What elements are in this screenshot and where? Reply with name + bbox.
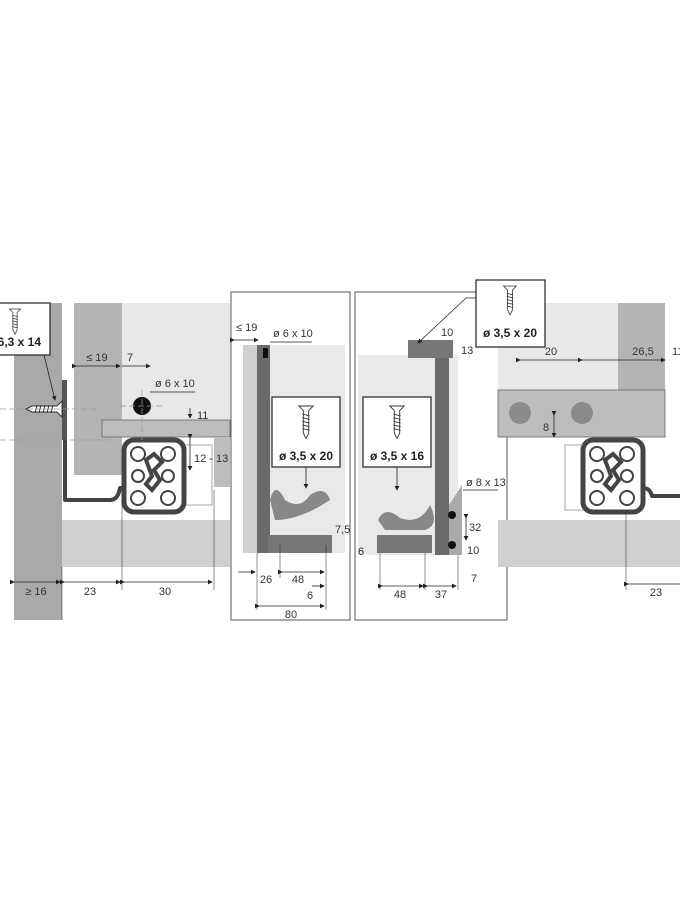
- dim-gap: 12 - 13: [194, 453, 228, 465]
- drawer-back-panel: [435, 355, 449, 555]
- dowel-hole: [263, 348, 268, 358]
- dim-26: 26: [260, 574, 272, 586]
- front-fixing-clip: [270, 490, 330, 520]
- lower-panel: [62, 520, 230, 567]
- drawer-bottom: [101, 419, 231, 438]
- runner-mechanism: [186, 444, 213, 506]
- runner-arm: [63, 440, 125, 502]
- drawer-front-panel: [257, 345, 270, 553]
- screw-head: [571, 402, 593, 424]
- dim-wall-min: ≥ 16: [25, 586, 46, 598]
- dim-23: 23: [84, 586, 96, 598]
- screw-size-label: ø 3,5 x 20: [483, 326, 537, 340]
- dim-6: 6: [358, 546, 364, 558]
- dim-8: 8: [543, 422, 549, 434]
- left-section-view: ø 6,3 x 14 ≤ 19 7 ø 6 x 10 11 12 - 13 ≥ …: [0, 302, 231, 620]
- screw-size-label: ø 3,5 x 16: [370, 449, 424, 463]
- dim-side-max: ≤ 19: [236, 322, 257, 334]
- screw-size-label: ø 6,3 x 14: [0, 335, 41, 349]
- clip-base: [377, 535, 432, 553]
- dim-side-max: ≤ 19: [86, 352, 107, 364]
- dim-hole-offset: 7: [127, 352, 133, 364]
- dim-30: 30: [159, 586, 171, 598]
- dim-32: 32: [469, 522, 481, 534]
- dim-11: 11: [672, 346, 680, 358]
- screw-label-box: ø 3,5 x 20: [271, 396, 341, 489]
- dim-6: 6: [307, 590, 313, 602]
- screw-label-box: ø 6,3 x 14: [0, 302, 57, 401]
- dim-11: 11: [197, 410, 208, 422]
- dim-20: 20: [545, 346, 557, 358]
- dim-hole: ø 6 x 10: [155, 378, 195, 390]
- runner-arm: [642, 486, 680, 498]
- dim-7-5: 7,5: [335, 524, 350, 536]
- rear-bracket: [408, 340, 453, 358]
- dim-37: 37: [435, 589, 447, 601]
- drawer-side: [618, 303, 665, 390]
- lower-panel: [498, 520, 680, 567]
- screw-label-box: ø 3,5 x 16: [362, 396, 432, 491]
- middle-view-front-fixing: ø 3,5 x 20 ≤ 19 ø 6 x 10 7,5 26 48 6 80: [230, 291, 351, 621]
- runner-profile: [124, 440, 184, 512]
- dim-48: 48: [292, 574, 304, 586]
- runner-mechanism: [564, 444, 583, 511]
- dim-7: 7: [471, 573, 477, 585]
- rear-fixing-clip: [378, 505, 434, 530]
- clip-base: [268, 535, 332, 553]
- hook-hole: [448, 541, 456, 549]
- dim-10-top: 10: [441, 327, 453, 339]
- mounting-bracket: [62, 380, 67, 440]
- dim-26-5: 26,5: [632, 346, 653, 358]
- drawer-back-strip: [214, 437, 230, 487]
- hook-hole: [448, 511, 456, 519]
- dim-13: 13: [461, 345, 473, 357]
- dim-hole: ø 6 x 10: [273, 328, 313, 340]
- screw-head: [509, 402, 531, 424]
- dim-10: 10: [467, 545, 479, 557]
- dim-23: 23: [650, 587, 662, 599]
- cabinet-wall: [14, 303, 62, 620]
- runner-profile: [583, 440, 643, 512]
- dim-48: 48: [394, 589, 406, 601]
- top-screw-label-box: ø 3,5 x 20: [417, 279, 546, 348]
- dim-80: 80: [285, 609, 297, 621]
- drawer-side: [74, 303, 122, 475]
- screw-size-label: ø 3,5 x 20: [279, 449, 333, 463]
- rear-hook: [449, 485, 462, 555]
- dim-hole: ø 8 x 13: [466, 477, 506, 489]
